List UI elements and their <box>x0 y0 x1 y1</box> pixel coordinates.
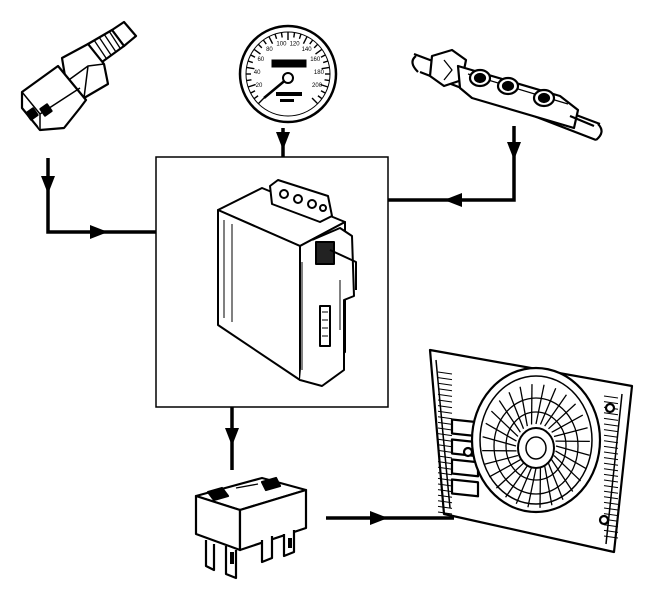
ac-pressure-switch <box>412 50 601 140</box>
radiator-fan-icon <box>430 350 632 552</box>
speedometer-tick <box>325 80 330 81</box>
arrow-ecu-down <box>225 428 239 446</box>
speedometer-tick-label: 20 <box>256 83 263 89</box>
odometer-window <box>272 60 306 67</box>
temperature-sensor-icon <box>22 22 136 130</box>
speedometer-tick-label: 100 <box>276 42 287 48</box>
speedometer-tick-label: 40 <box>254 70 261 76</box>
fan-relay <box>196 478 306 578</box>
speedometer-tick <box>294 33 295 38</box>
arrow-relay-right <box>370 511 388 525</box>
speedometer-tick-label: 160 <box>310 57 321 63</box>
arrow-sensor-down <box>41 176 55 194</box>
arrow-sensor-right <box>90 225 108 239</box>
arrow-speedo-down <box>276 132 290 150</box>
speedometer-tick <box>247 80 252 81</box>
speedometer-tick-label: 140 <box>302 47 313 53</box>
control-unit <box>156 157 388 407</box>
needle-hub <box>283 73 293 83</box>
temperature-sensor <box>22 22 136 130</box>
line-switch-to-ecu <box>388 126 514 200</box>
speedometer-tick <box>281 33 282 38</box>
speedometer-tick-label: 180 <box>314 70 325 76</box>
relay-icon <box>196 478 306 578</box>
radiator-fan <box>430 350 632 552</box>
arrow-switch-down <box>507 142 521 160</box>
speedometer-tick-label: 80 <box>266 47 273 53</box>
pressure-switch-icon <box>412 50 601 140</box>
speedometer-tick-label: 200 <box>312 83 323 89</box>
speedometer-tick-label: 60 <box>257 57 264 63</box>
speedometer-tick-label: 120 <box>290 42 301 48</box>
line-sensor-to-ecu <box>48 158 156 232</box>
arrow-switch-left <box>444 193 462 207</box>
